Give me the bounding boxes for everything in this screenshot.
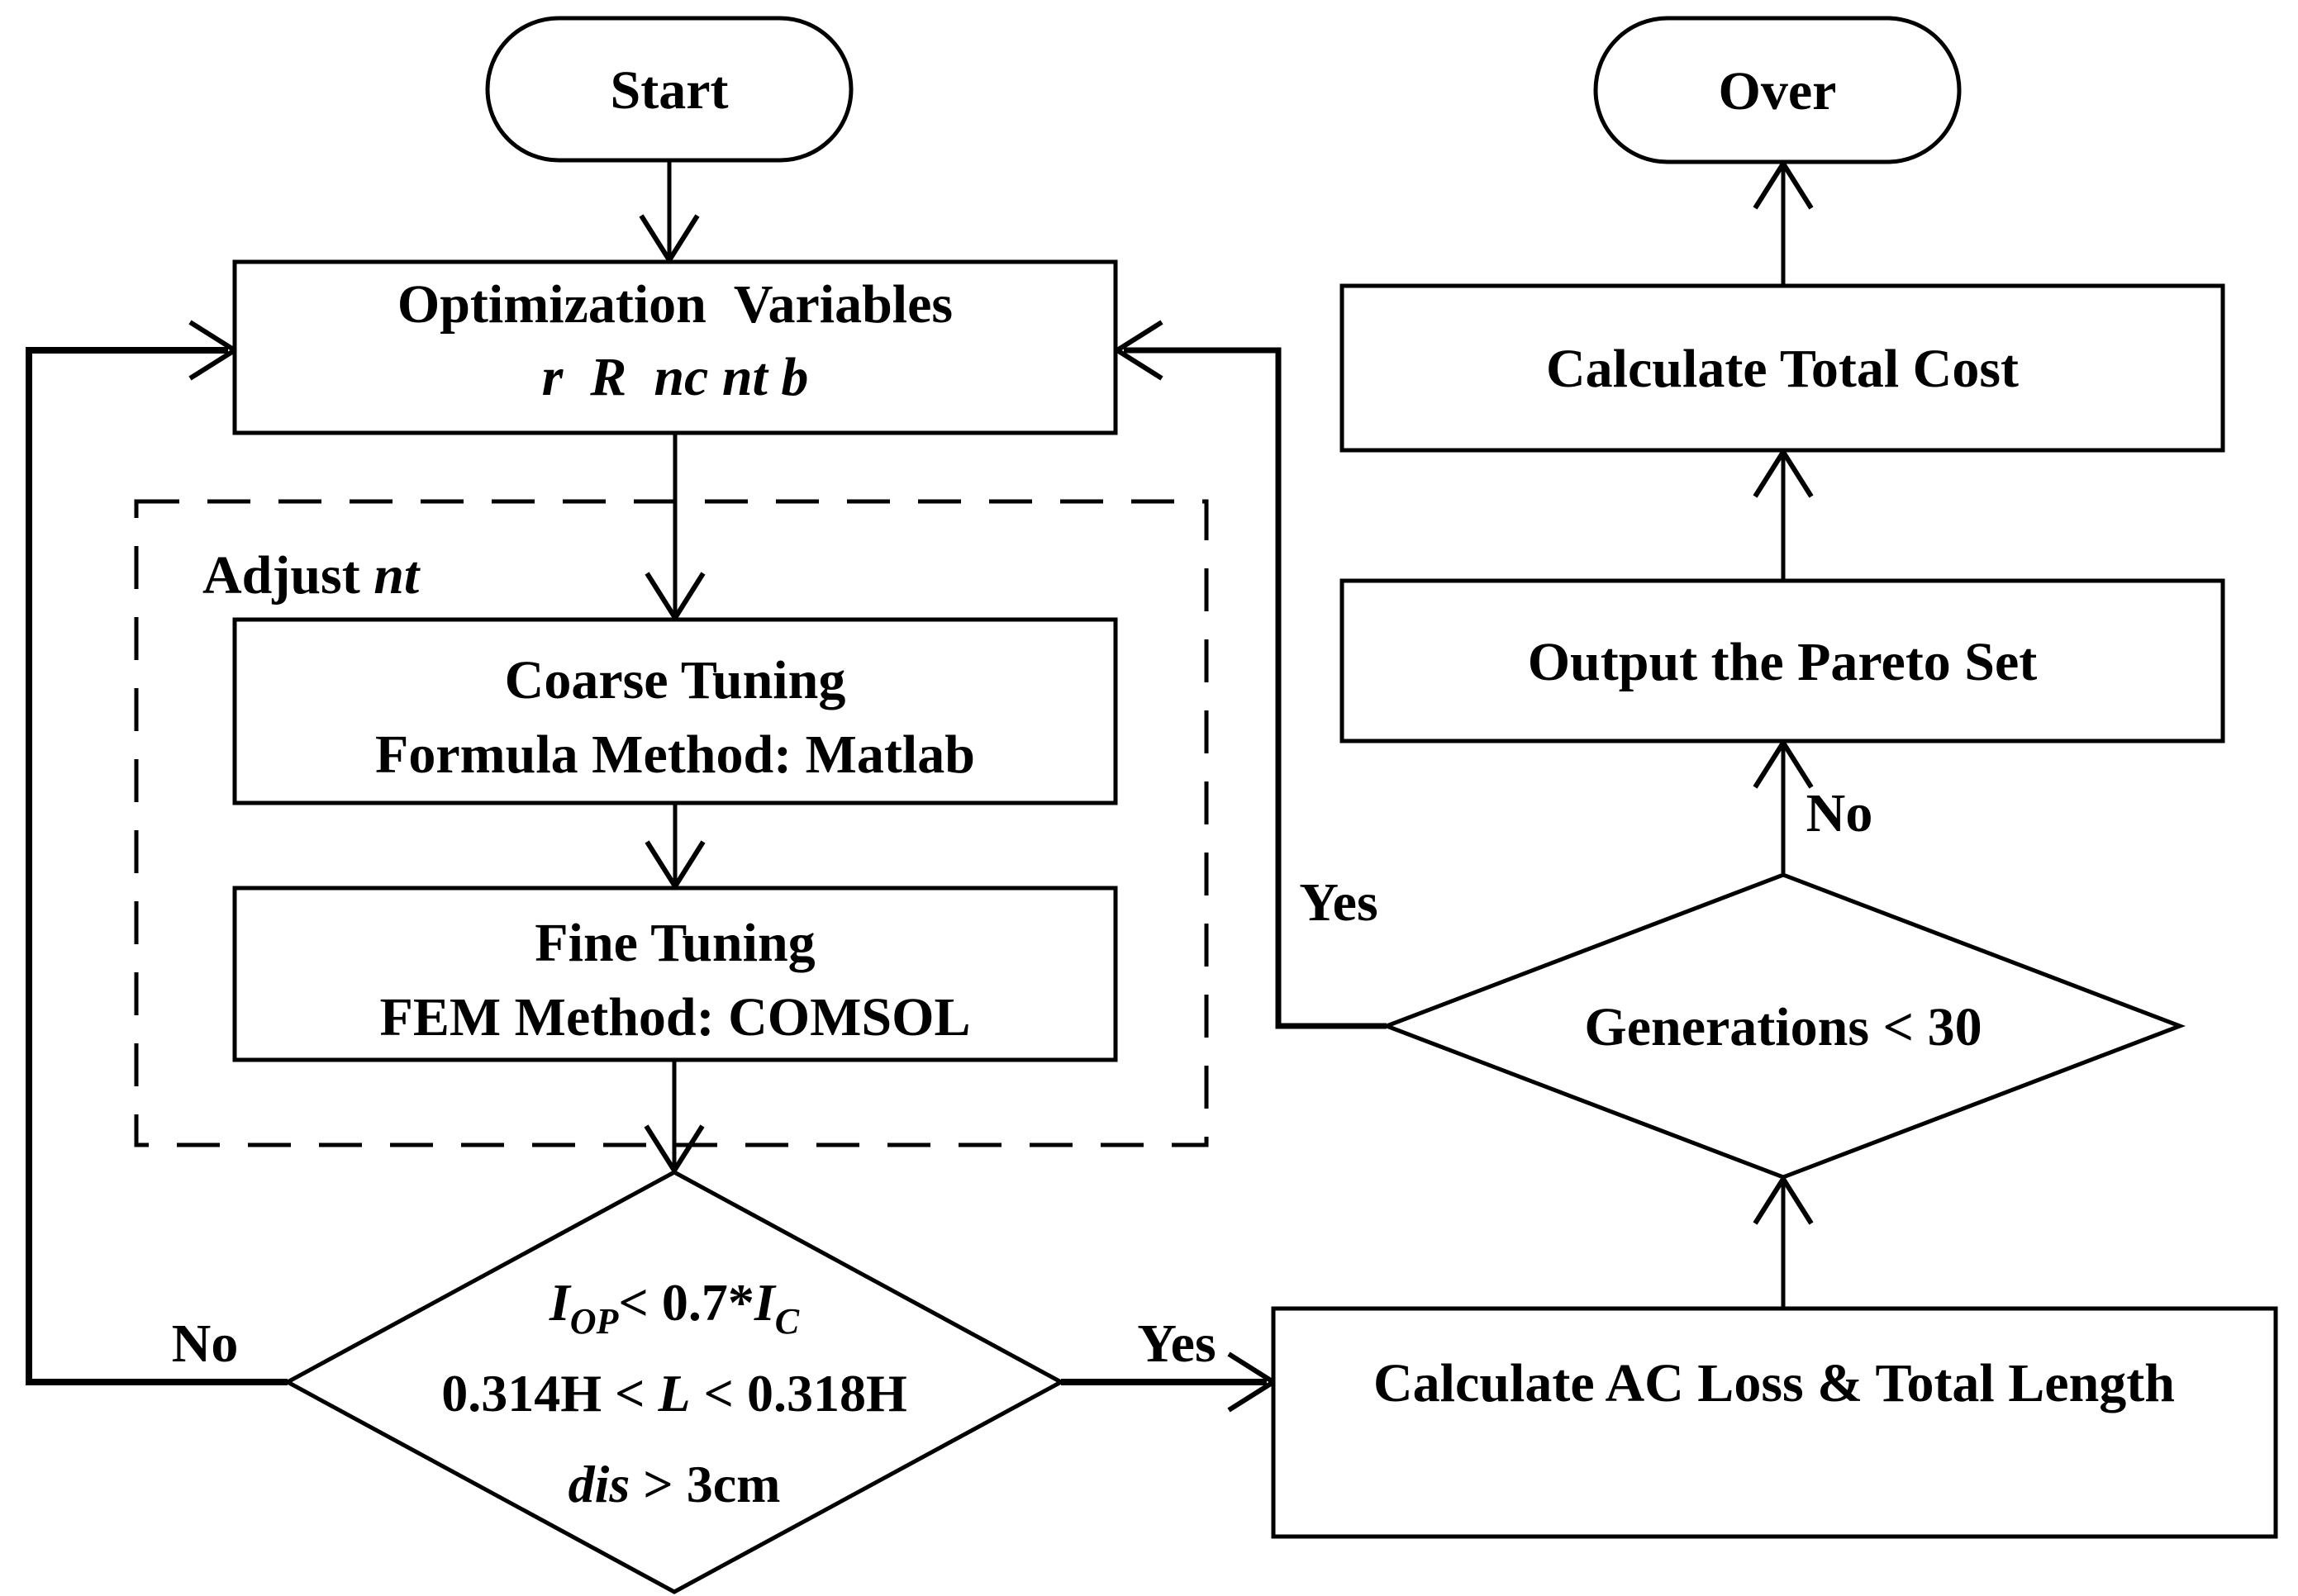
- generations-decision-shape: [1380, 872, 2186, 1180]
- optimization-variables-node: Optimization Variables r R nc nt b: [232, 259, 1118, 435]
- generations-decision-node: Generations < 30: [1380, 872, 2186, 1180]
- start-label: Start: [611, 60, 729, 121]
- constraints-no-label: No: [172, 1313, 239, 1374]
- coarse-tuning-method: Formula Method: Matlab: [375, 724, 975, 785]
- output-pareto-node: Output the Pareto Set: [1339, 578, 2225, 743]
- calculate-ac-loss-label: Calculate AC Loss & Total Length: [1373, 1353, 2175, 1413]
- constraints-decision-node: IOP< 0.7*IC 0.314H < L < 0.318H dis > 3c…: [283, 1170, 1066, 1594]
- calculate-total-cost-shape: [1339, 283, 2225, 453]
- over-label: Over: [1719, 61, 1837, 121]
- generations-decision-label: Generations < 30: [1584, 997, 1982, 1057]
- over-node: Over: [1593, 16, 1962, 164]
- calculate-ac-loss-node: Calculate AC Loss & Total Length: [1271, 1306, 2278, 1539]
- calculate-ac-loss-shape: [1271, 1306, 2278, 1539]
- constraints-decision-shape: [283, 1170, 1066, 1594]
- optimization-variables-shape: [232, 259, 1118, 435]
- constraints-condition-current: IOP< 0.7*IC: [549, 1273, 800, 1342]
- edge-constraints-no-loop: [26, 347, 288, 1385]
- start-shape: [485, 16, 854, 163]
- constraints-condition-inductance: 0.314H < L < 0.318H: [441, 1364, 907, 1423]
- output-pareto-label: Output the Pareto Set: [1528, 632, 2038, 692]
- start-node: Start: [485, 16, 854, 163]
- edge-labels: No Yes Yes No: [172, 783, 1873, 1374]
- optimization-variables-title: Optimization Variables: [397, 274, 953, 335]
- generations-no-label: No: [1806, 783, 1873, 843]
- edge-generations-yes-loop: [1124, 347, 1387, 1029]
- constraints-yes-label: Yes: [1137, 1313, 1216, 1374]
- fine-tuning-title: Fine Tuning: [535, 913, 815, 973]
- constraints-condition-distance: dis > 3cm: [569, 1455, 781, 1513]
- calculate-total-cost-node: Calculate Total Cost: [1339, 283, 2225, 453]
- adjust-group: Adjust nt: [134, 499, 1209, 1147]
- coarse-tuning-shape: [232, 617, 1118, 805]
- generations-yes-label: Yes: [1299, 872, 1377, 933]
- fine-tuning-method: FEM Method: COMSOL: [380, 987, 971, 1047]
- over-shape: [1593, 16, 1962, 164]
- coarse-tuning-title: Coarse Tuning: [505, 650, 846, 710]
- fine-tuning-node: Fine Tuning FEM Method: COMSOL: [232, 886, 1118, 1062]
- fine-tuning-shape: [232, 886, 1118, 1062]
- adjust-group-label: Adjust nt: [202, 545, 421, 606]
- optimization-variables-list: r R nc nt b: [542, 347, 809, 407]
- adjust-group-border: [134, 499, 1209, 1147]
- output-pareto-shape: [1339, 578, 2225, 743]
- coarse-tuning-node: Coarse Tuning Formula Method: Matlab: [232, 617, 1118, 805]
- calculate-total-cost-label: Calculate Total Cost: [1546, 339, 2019, 399]
